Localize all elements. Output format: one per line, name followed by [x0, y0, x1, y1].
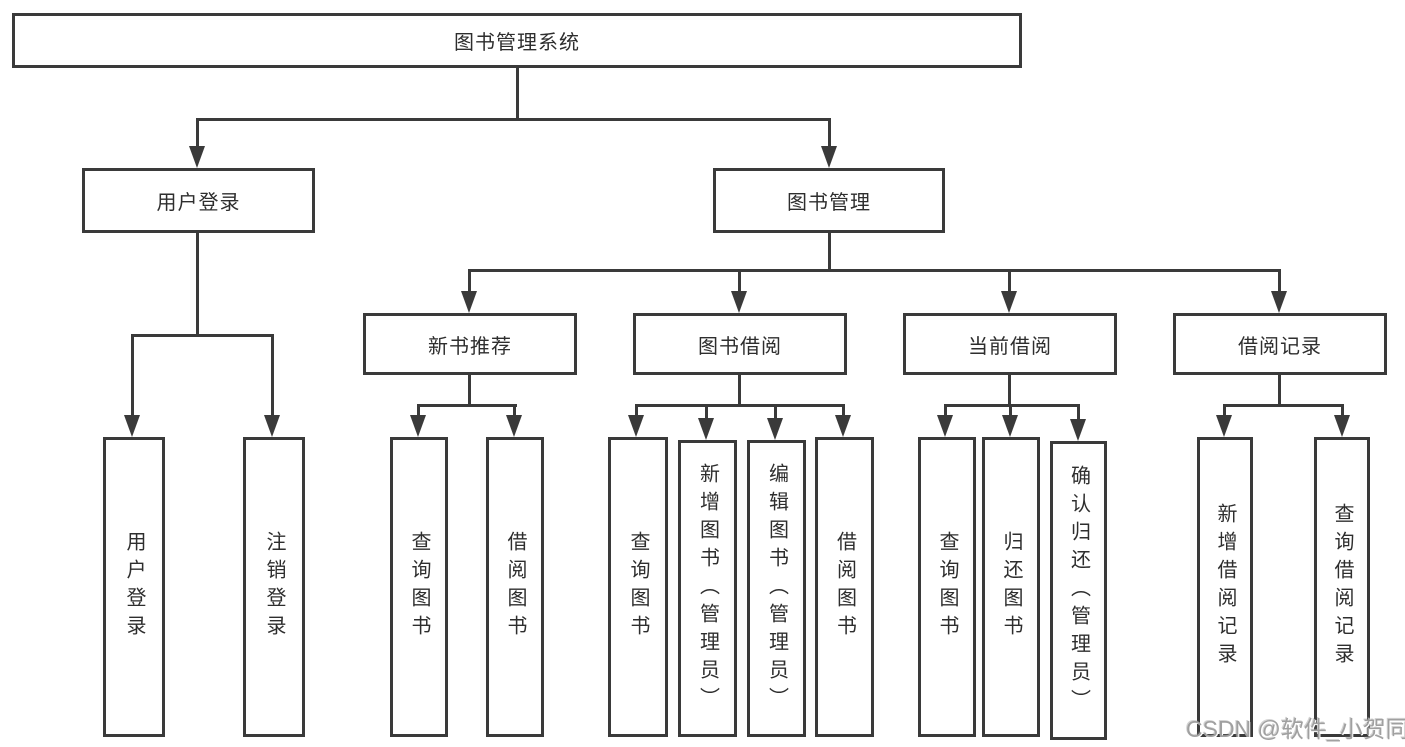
connector-line [271, 334, 274, 419]
connector-line [635, 404, 638, 417]
node-label: 图书借阅 [698, 335, 782, 358]
node-label: 新增图书（管理员） [696, 462, 719, 715]
node-new-book-recommend: 新书推荐 [363, 313, 577, 375]
node-label: 注销登录 [263, 531, 285, 643]
arrow-down-icon [1271, 291, 1287, 313]
connector-line [1223, 404, 1344, 407]
connector-line [1223, 404, 1226, 417]
arrow-down-icon [264, 415, 280, 437]
connector-line [635, 404, 845, 407]
arrow-down-icon [461, 291, 477, 313]
leaf-borrow-books: 借阅图书 [486, 437, 544, 737]
node-book-borrowing: 图书借阅 [633, 313, 847, 375]
connector-line [196, 118, 830, 121]
node-label: 图书管理 [787, 192, 871, 214]
connector-line [196, 118, 199, 150]
node-label: 新书推荐 [428, 335, 512, 358]
node-label: 用户登录 [123, 531, 145, 643]
connector-line [705, 404, 708, 420]
connector-line [1278, 269, 1281, 295]
connector-line [738, 269, 741, 295]
connector-line [131, 334, 134, 419]
arrow-down-icon [731, 291, 747, 313]
node-label: 查询图书 [627, 531, 649, 643]
connector-line [774, 404, 777, 420]
arrow-down-icon [506, 415, 522, 437]
connector-line [828, 118, 831, 150]
connector-line [516, 68, 519, 120]
connector-line [1341, 404, 1344, 417]
leaf-logout: 注销登录 [243, 437, 305, 737]
arrow-down-icon [124, 415, 140, 437]
node-book-management: 图书管理 [713, 168, 945, 233]
leaf-query-books: 查询图书 [608, 437, 668, 737]
arrow-down-icon [698, 418, 714, 440]
arrow-down-icon [821, 146, 837, 168]
node-label: 编辑图书（管理员） [765, 462, 788, 715]
node-user-login: 用户登录 [82, 168, 315, 233]
node-label: 用户登录 [156, 192, 241, 214]
node-current-borrowing: 当前借阅 [903, 313, 1117, 375]
csdn-watermark: CSDN @软件_小贺同学 [1186, 716, 1405, 742]
leaf-query-books: 查询图书 [918, 437, 976, 737]
leaf-add-books-admin: 新增图书（管理员） [678, 440, 737, 737]
leaf-user-login: 用户登录 [103, 437, 165, 737]
arrow-down-icon [628, 415, 644, 437]
leaf-query-borrow-record: 查询借阅记录 [1314, 437, 1370, 737]
connector-line [417, 404, 517, 407]
connector-line [196, 233, 199, 337]
leaf-edit-books-admin: 编辑图书（管理员） [747, 440, 806, 737]
connector-line [468, 269, 471, 295]
connector-line [1077, 404, 1080, 421]
node-label: 查询图书 [936, 531, 958, 643]
connector-line [944, 404, 947, 417]
node-root-library-system: 图书管理系统 [12, 13, 1022, 68]
node-label: 借阅图书 [833, 531, 856, 643]
node-label: 归还图书 [1000, 531, 1022, 643]
connector-line [417, 404, 420, 417]
arrow-down-icon [835, 415, 851, 437]
connector-line [738, 375, 741, 407]
connector-line [468, 375, 471, 407]
arrow-down-icon [767, 418, 783, 440]
connector-line [1009, 404, 1012, 417]
arrow-down-icon [1001, 291, 1017, 313]
leaf-confirm-return-admin: 确认归还（管理员） [1050, 441, 1107, 740]
connector-line [1008, 375, 1011, 407]
arrow-down-icon [410, 415, 426, 437]
node-label: 借阅记录 [1238, 335, 1322, 358]
node-label: 确认归还（管理员） [1067, 464, 1090, 717]
leaf-query-books: 查询图书 [390, 437, 448, 737]
node-label: 新增借阅记录 [1214, 503, 1236, 671]
connector-line [944, 404, 1080, 407]
leaf-borrow-books: 借阅图书 [815, 437, 874, 737]
node-label: 借阅图书 [504, 531, 526, 643]
connector-line [468, 269, 1281, 272]
arrow-down-icon [1002, 415, 1018, 437]
arrow-down-icon [1334, 415, 1350, 437]
node-label: 查询图书 [408, 531, 430, 643]
connector-line [842, 404, 845, 417]
connector-line [131, 334, 274, 337]
node-label: 查询借阅记录 [1331, 503, 1353, 671]
node-label: 当前借阅 [968, 335, 1052, 358]
arrow-down-icon [937, 415, 953, 437]
connector-line [1278, 375, 1281, 407]
connector-line [513, 404, 516, 417]
arrow-down-icon [1216, 415, 1232, 437]
connector-line [1008, 269, 1011, 295]
leaf-return-books: 归还图书 [982, 437, 1040, 737]
node-label: 图书管理系统 [454, 32, 580, 54]
arrow-down-icon [189, 146, 205, 168]
connector-line [828, 233, 831, 272]
arrow-down-icon [1070, 419, 1086, 441]
leaf-add-borrow-record: 新增借阅记录 [1197, 437, 1253, 737]
node-borrowing-records: 借阅记录 [1173, 313, 1387, 375]
